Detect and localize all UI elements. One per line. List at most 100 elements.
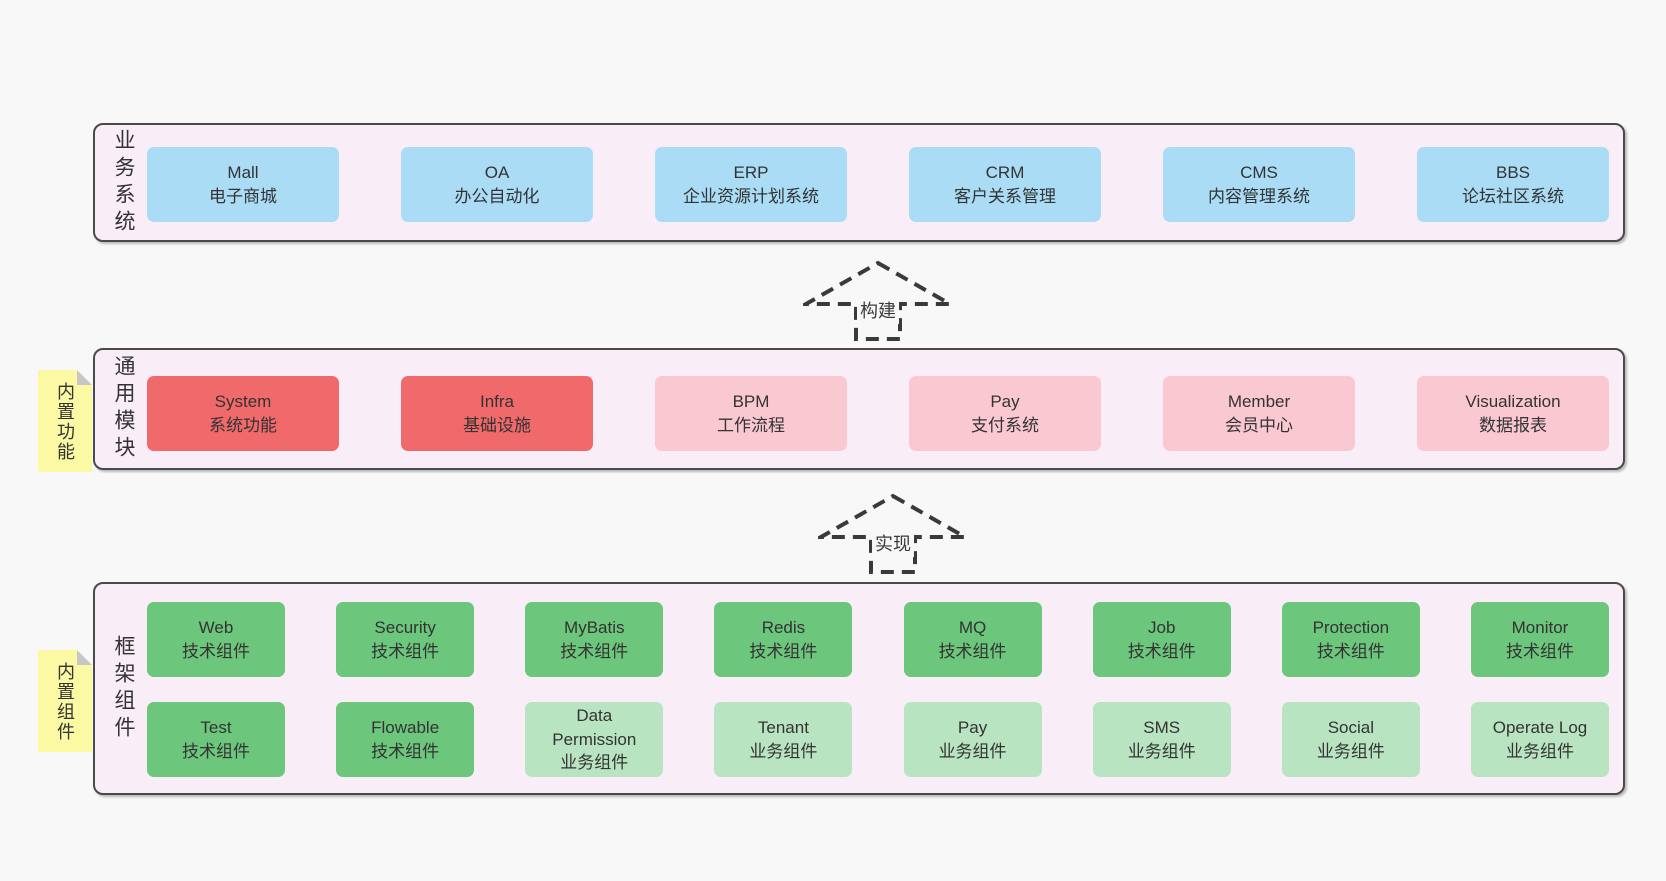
- sticky-fold-icon: [77, 370, 92, 385]
- box-title: Flowable: [371, 717, 440, 737]
- layer-label-business-systems: 业务系统: [112, 128, 135, 237]
- business-systems-box-crm: CRM 客户关系管理: [909, 147, 1101, 222]
- framework-components-box-tenant: Tenant 业务组件: [714, 702, 853, 777]
- box-subtitle: 业务组件: [1316, 741, 1385, 761]
- box-title: Data Permission: [552, 705, 637, 749]
- framework-components-box-operate-log: Operate Log 业务组件: [1470, 702, 1609, 777]
- box-subtitle: 业务组件: [749, 741, 818, 761]
- box-title: Job: [1147, 617, 1176, 637]
- box-title: Pay: [957, 717, 988, 737]
- framework-components-box-test: Test 技术组件: [147, 702, 285, 777]
- sticky-note-label: 内置功能: [55, 382, 75, 462]
- box-title: Infra: [479, 391, 515, 411]
- framework-components-box-security: Security 技术组件: [336, 602, 475, 677]
- box-subtitle: 系统功能: [209, 415, 277, 435]
- framework-components-box-monitor: Monitor 技术组件: [1470, 602, 1609, 677]
- framework-components-box-data-permission: Data Permission 业务组件: [525, 702, 664, 777]
- box-subtitle: 技术组件: [1316, 641, 1385, 661]
- box-subtitle: 技术组件: [938, 641, 1007, 661]
- box-subtitle: 工作流程: [717, 415, 785, 435]
- box-subtitle: 技术组件: [182, 741, 250, 761]
- box-title: System: [214, 391, 272, 411]
- build-arrow-label: 构建: [857, 296, 899, 324]
- box-title: Member: [1227, 391, 1291, 411]
- box-subtitle: 业务组件: [1505, 741, 1574, 761]
- box-title: Web: [198, 617, 234, 637]
- box-subtitle: 论坛社区系统: [1462, 186, 1564, 206]
- box-subtitle: 办公自动化: [454, 186, 540, 206]
- box-subtitle: 技术组件: [560, 641, 629, 661]
- box-subtitle: 技术组件: [1505, 641, 1574, 661]
- build-arrow-icon: 构建: [803, 260, 953, 342]
- box-title: CRM: [985, 162, 1025, 182]
- common-modules-box-system: System 系统功能: [147, 376, 339, 451]
- business-systems-box-mall: Mall 电子商城: [147, 147, 339, 222]
- layer-label-framework-components: 框架组件: [112, 634, 135, 743]
- box-title: Tenant: [757, 717, 809, 737]
- box-subtitle: 技术组件: [371, 741, 440, 761]
- common-modules-box-member: Member 会员中心: [1163, 376, 1355, 451]
- box-subtitle: 业务组件: [560, 753, 629, 773]
- layer-business-systems: 业务系统 Mall 电子商城 OA 办公自动化 ERP 企业资源计划系统 CRM 客户关系管理…: [93, 123, 1625, 242]
- box-title: Redis: [761, 617, 806, 637]
- box-title: BPM: [732, 391, 770, 411]
- business-systems-box-cms: CMS 内容管理系统: [1163, 147, 1355, 222]
- sticky-note-built-in-components: 内置组件: [38, 650, 92, 752]
- framework-components-box-flowable: Flowable 技术组件: [336, 702, 475, 777]
- framework-components-box-web: Web 技术组件: [147, 602, 285, 677]
- box-title: MQ: [958, 617, 987, 637]
- box-title: Test: [200, 717, 232, 737]
- business-systems-box-oa: OA 办公自动化: [401, 147, 593, 222]
- box-title: Monitor: [1511, 617, 1569, 637]
- common-modules-box-bpm: BPM 工作流程: [655, 376, 847, 451]
- framework-components-box-mq: MQ 技术组件: [903, 602, 1042, 677]
- box-title: ERP: [733, 162, 769, 182]
- implement-arrow-label: 实现: [872, 529, 914, 557]
- sticky-fold-icon: [77, 650, 92, 665]
- box-title: CMS: [1240, 162, 1278, 182]
- implement-arrow-icon: 实现: [818, 493, 968, 575]
- box-title: Pay: [990, 391, 1020, 411]
- box-subtitle: 电子商城: [209, 186, 277, 206]
- box-subtitle: 技术组件: [749, 641, 818, 661]
- box-subtitle: 客户关系管理: [954, 186, 1056, 206]
- box-subtitle: 数据报表: [1479, 415, 1547, 435]
- box-title: OA: [484, 162, 510, 182]
- box-subtitle: 内容管理系统: [1208, 186, 1310, 206]
- common-modules-box-infra: Infra 基础设施: [401, 376, 593, 451]
- framework-components-box-protection: Protection 技术组件: [1281, 602, 1420, 677]
- box-subtitle: 会员中心: [1225, 415, 1293, 435]
- box-subtitle: 基础设施: [463, 415, 531, 435]
- layer-label-common-modules: 通用模块: [112, 355, 135, 463]
- sticky-note-built-in-functions: 内置功能: [38, 370, 92, 472]
- common-modules-box-visualization: Visualization 数据报表: [1417, 376, 1609, 451]
- framework-components-box-pay: Pay 业务组件: [903, 702, 1042, 777]
- box-subtitle: 技术组件: [1127, 641, 1196, 661]
- box-title: SMS: [1143, 717, 1181, 737]
- box-title: Operate Log: [1492, 717, 1588, 737]
- box-subtitle: 企业资源计划系统: [683, 186, 819, 206]
- box-title: Protection: [1312, 617, 1390, 637]
- box-subtitle: 业务组件: [938, 741, 1007, 761]
- framework-components-box-job: Job 技术组件: [1092, 602, 1231, 677]
- common-modules-box-pay: Pay 支付系统: [909, 376, 1101, 451]
- box-title: Mall: [227, 162, 259, 182]
- framework-components-box-sms: SMS 业务组件: [1092, 702, 1231, 777]
- box-subtitle: 业务组件: [1127, 741, 1196, 761]
- box-title: Visualization: [1465, 391, 1561, 411]
- box-title: Security: [374, 617, 436, 637]
- framework-components-box-redis: Redis 技术组件: [714, 602, 853, 677]
- box-row: System 系统功能 Infra 基础设施 BPM 工作流程 Pay 支付系统 Member 会…: [147, 376, 1609, 451]
- layer-common-modules: 通用模块 System 系统功能 Infra 基础设施 BPM 工作流程 Pay 支付系统 Me…: [93, 348, 1625, 470]
- box-subtitle: 技术组件: [371, 641, 440, 661]
- box-subtitle: 支付系统: [971, 415, 1039, 435]
- business-systems-box-erp: ERP 企业资源计划系统: [655, 147, 847, 222]
- box-subtitle: 技术组件: [182, 641, 250, 661]
